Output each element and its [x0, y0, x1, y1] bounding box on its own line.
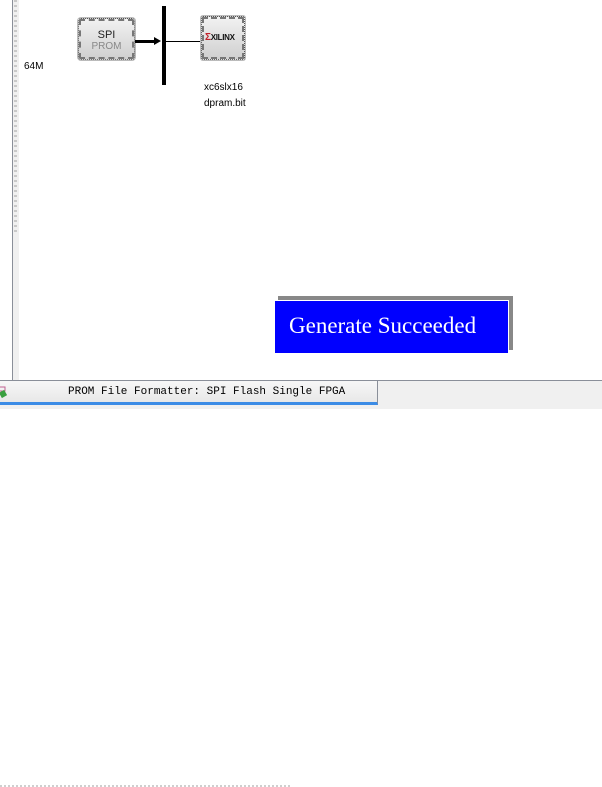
spi-prom-chip-subtitle: PROM	[91, 41, 122, 52]
arrow-right-icon	[154, 37, 161, 45]
prom-to-bus-connector	[135, 40, 157, 43]
spi-prom-chip-title: SPI	[97, 29, 116, 41]
device-part-name: xc6slx16	[204, 82, 243, 93]
splitter-grip[interactable]	[14, 0, 17, 234]
tab-label: PROM File Formatter: SPI Flash Single FP…	[68, 386, 346, 398]
device-label: xc6slx16 dpram.bit	[204, 80, 246, 112]
device-bitfile-name: dpram.bit	[204, 98, 246, 109]
xilinx-logo-icon: ΣXILINX	[205, 32, 235, 43]
fpga-chip[interactable]: ΣXILINX	[201, 16, 245, 60]
generate-status-popup: Generate Succeeded	[274, 300, 509, 354]
prom-formatter-icon	[0, 386, 8, 398]
bus-to-fpga-connector	[166, 41, 201, 42]
document-tab-bar: PROM File Formatter: SPI Flash Single FP…	[0, 380, 602, 787]
generate-status-message: Generate Succeeded	[289, 313, 477, 338]
xilinx-logo-text: XILINX	[210, 33, 235, 42]
spi-prom-chip[interactable]: SPI PROM	[78, 18, 135, 60]
configuration-bus	[162, 6, 166, 85]
tab-prom-file-formatter[interactable]: PROM File Formatter: SPI Flash Single FP…	[0, 381, 378, 405]
prom-size-label: 64M	[24, 61, 44, 72]
